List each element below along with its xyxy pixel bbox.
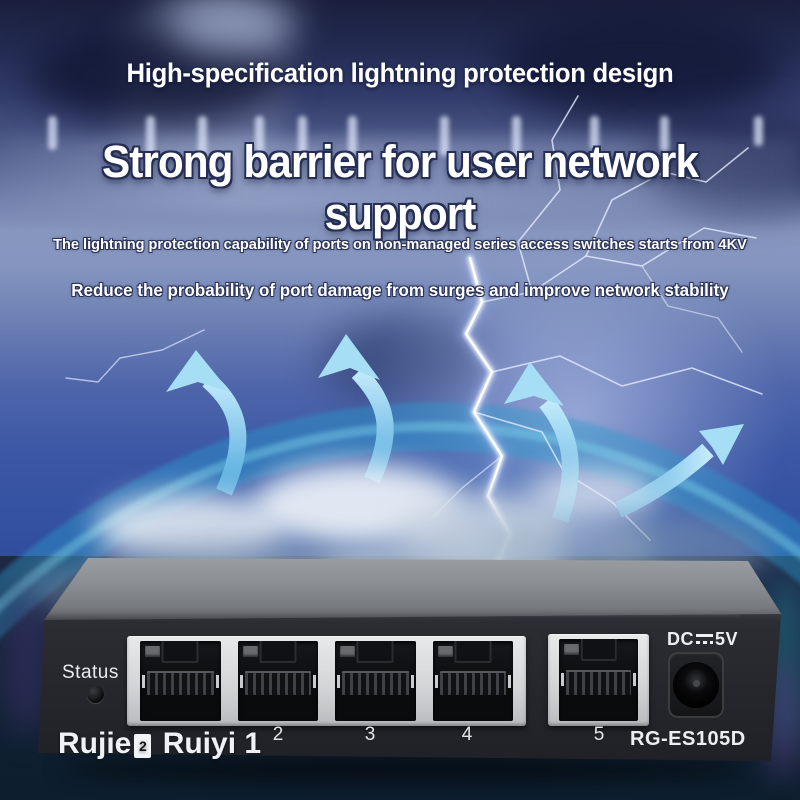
port-clip bbox=[434, 674, 438, 688]
port-led-window bbox=[437, 646, 453, 657]
rj45-pins bbox=[147, 671, 214, 696]
port-number: 2 bbox=[272, 724, 284, 745]
banner-description-2: Reduce the probability of port damage fr… bbox=[71, 280, 729, 300]
cloud bbox=[528, 468, 658, 520]
port-clip bbox=[142, 674, 145, 688]
port-clip bbox=[410, 674, 414, 688]
port-group-bezel bbox=[127, 636, 526, 726]
banner-title: Strong barrier for user network support bbox=[101, 136, 699, 239]
port-clip bbox=[633, 673, 636, 687]
bright-cloud-top bbox=[168, 0, 298, 54]
rj45-latch-slot bbox=[580, 639, 617, 662]
light-pillar bbox=[298, 116, 307, 156]
light-pillar bbox=[754, 116, 763, 146]
port-clip bbox=[239, 674, 243, 688]
dc-power-jack bbox=[668, 652, 724, 718]
dc-current-icon bbox=[695, 633, 714, 645]
ethernet-port-1 bbox=[140, 641, 221, 721]
light-pillar bbox=[512, 116, 521, 160]
port-led-window bbox=[564, 644, 579, 655]
light-pillar bbox=[198, 116, 207, 162]
port-number: 3 bbox=[364, 724, 376, 745]
ethernet-port-2 bbox=[237, 641, 318, 721]
power-label: DC 5V bbox=[667, 629, 738, 650]
light-pillar bbox=[590, 116, 599, 150]
dc-jack-pin bbox=[693, 680, 700, 687]
port-clip bbox=[508, 674, 511, 688]
light-pillar bbox=[48, 116, 57, 150]
rj45-pins bbox=[244, 671, 311, 696]
ethernet-port-4 bbox=[432, 641, 513, 721]
port-led-window bbox=[242, 646, 258, 657]
rj45-latch-slot bbox=[454, 641, 492, 663]
light-pillar bbox=[440, 116, 449, 156]
port-clip bbox=[313, 674, 316, 688]
dark-cloud bbox=[500, 10, 780, 120]
rj45-latch-slot bbox=[161, 641, 199, 663]
port-clip bbox=[337, 674, 340, 688]
power-label-prefix: DC bbox=[667, 629, 694, 649]
port-led-window bbox=[145, 646, 160, 657]
device-shadow bbox=[60, 756, 750, 782]
port-clip bbox=[215, 674, 219, 688]
port-number: 4 bbox=[461, 724, 473, 745]
ethernet-port-3 bbox=[335, 641, 416, 721]
rj45-latch-slot bbox=[356, 641, 394, 663]
rj45-pins bbox=[566, 670, 631, 695]
power-label-suffix: 5V bbox=[715, 629, 739, 649]
rj45-pins bbox=[439, 671, 506, 696]
light-pillar bbox=[146, 116, 155, 156]
banner-description-1: The lightning protection capability of p… bbox=[53, 236, 747, 253]
rj45-latch-slot bbox=[259, 641, 297, 663]
up-arrow bbox=[166, 350, 247, 496]
watermark-text: Ruiyi 1 bbox=[154, 727, 262, 760]
port-led-window bbox=[340, 646, 355, 657]
port-clip bbox=[561, 673, 564, 687]
switch-front-panel: Status bbox=[38, 614, 781, 761]
model-number: RG-ES105D bbox=[630, 728, 746, 750]
light-pillar bbox=[348, 116, 357, 154]
missing-glyph-box: 2 bbox=[134, 734, 152, 758]
banner-subtitle: High-specification lightning protection … bbox=[126, 58, 674, 88]
light-pillar bbox=[255, 116, 264, 160]
ethernet-port-5 bbox=[559, 639, 638, 721]
port-number: 5 bbox=[593, 724, 605, 745]
port-5-bezel bbox=[548, 634, 649, 726]
switch-top-panel bbox=[44, 558, 782, 620]
watermark-text: Rujie bbox=[58, 727, 132, 760]
status-label: Status bbox=[62, 662, 119, 683]
rj45-pins bbox=[342, 671, 409, 696]
status-led bbox=[87, 686, 104, 703]
light-pillar bbox=[660, 116, 669, 152]
dc-jack-hole bbox=[673, 662, 719, 708]
